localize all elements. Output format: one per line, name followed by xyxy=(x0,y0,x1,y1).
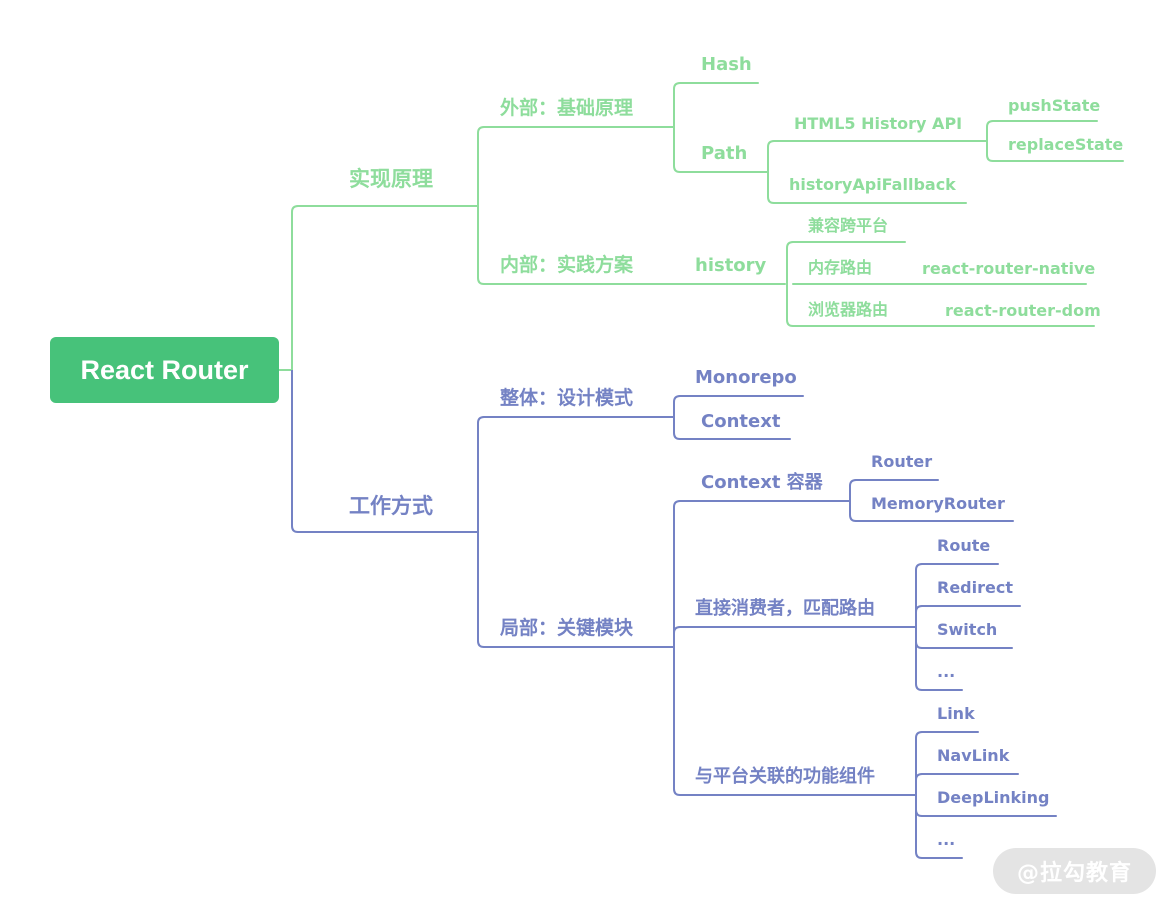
node-history-api-fallback[interactable]: historyApiFallback xyxy=(789,175,956,194)
node-route[interactable]: Route xyxy=(937,536,991,555)
root-to-work-line xyxy=(291,370,299,533)
node-link[interactable]: Link xyxy=(937,704,975,723)
node-direct-consumers[interactable]: 直接消费者，匹配路由 xyxy=(695,598,875,619)
node-browser-routing[interactable]: 浏览器路由 xyxy=(808,300,889,319)
node-history[interactable]: history xyxy=(695,255,767,276)
node-hash[interactable]: Hash xyxy=(701,54,752,75)
node-switch[interactable]: Switch xyxy=(937,620,998,639)
root-to-impl-line xyxy=(291,205,299,370)
work-bracket xyxy=(477,416,485,648)
node-react-router-native[interactable]: react-router-native xyxy=(922,259,1096,278)
impl-bracket xyxy=(477,126,485,285)
node-whole[interactable]: 整体：设计模式 xyxy=(500,387,634,409)
node-impl[interactable]: 实现原理 xyxy=(349,167,433,191)
history-api-bracket xyxy=(986,120,994,162)
node-consumers-more[interactable]: ... xyxy=(937,662,956,681)
node-external[interactable]: 外部：基础原理 xyxy=(500,97,634,119)
node-react-router-dom[interactable]: react-router-dom xyxy=(945,301,1101,320)
node-platform-more[interactable]: ... xyxy=(937,830,956,849)
consumers-bracket xyxy=(915,563,923,691)
node-deeplinking[interactable]: DeepLinking xyxy=(937,788,1050,807)
node-router[interactable]: Router xyxy=(871,452,933,471)
node-memory-routing[interactable]: 内存路由 xyxy=(808,258,873,277)
platform-bracket xyxy=(915,731,923,859)
node-redirect[interactable]: Redirect xyxy=(937,578,1013,597)
node-push-state[interactable]: pushState xyxy=(1008,96,1101,115)
container-bracket xyxy=(849,479,857,522)
node-path[interactable]: Path xyxy=(701,143,748,164)
node-local[interactable]: 局部：关键模块 xyxy=(500,617,634,639)
watermark: @拉勾教育 xyxy=(993,848,1156,894)
node-platform-components[interactable]: 与平台关联的功能组件 xyxy=(695,766,875,787)
node-context[interactable]: Context xyxy=(701,411,781,432)
node-cross-platform[interactable]: 兼容跨平台 xyxy=(808,216,889,235)
node-work[interactable]: 工作方式 xyxy=(349,494,433,518)
external-bracket xyxy=(673,82,681,173)
node-internal[interactable]: 内部：实践方案 xyxy=(500,254,634,276)
root-node[interactable]: React Router xyxy=(50,337,279,403)
node-memory-router[interactable]: MemoryRouter xyxy=(871,494,1005,513)
local-bracket xyxy=(673,500,681,796)
node-context-container[interactable]: Context 容器 xyxy=(701,472,823,493)
node-history-api[interactable]: HTML5 History API xyxy=(794,114,963,133)
node-navlink[interactable]: NavLink xyxy=(937,746,1010,765)
node-monorepo[interactable]: Monorepo xyxy=(695,367,797,388)
path-bracket xyxy=(767,140,775,204)
node-replace-state[interactable]: replaceState xyxy=(1008,135,1124,154)
whole-bracket xyxy=(673,395,681,440)
